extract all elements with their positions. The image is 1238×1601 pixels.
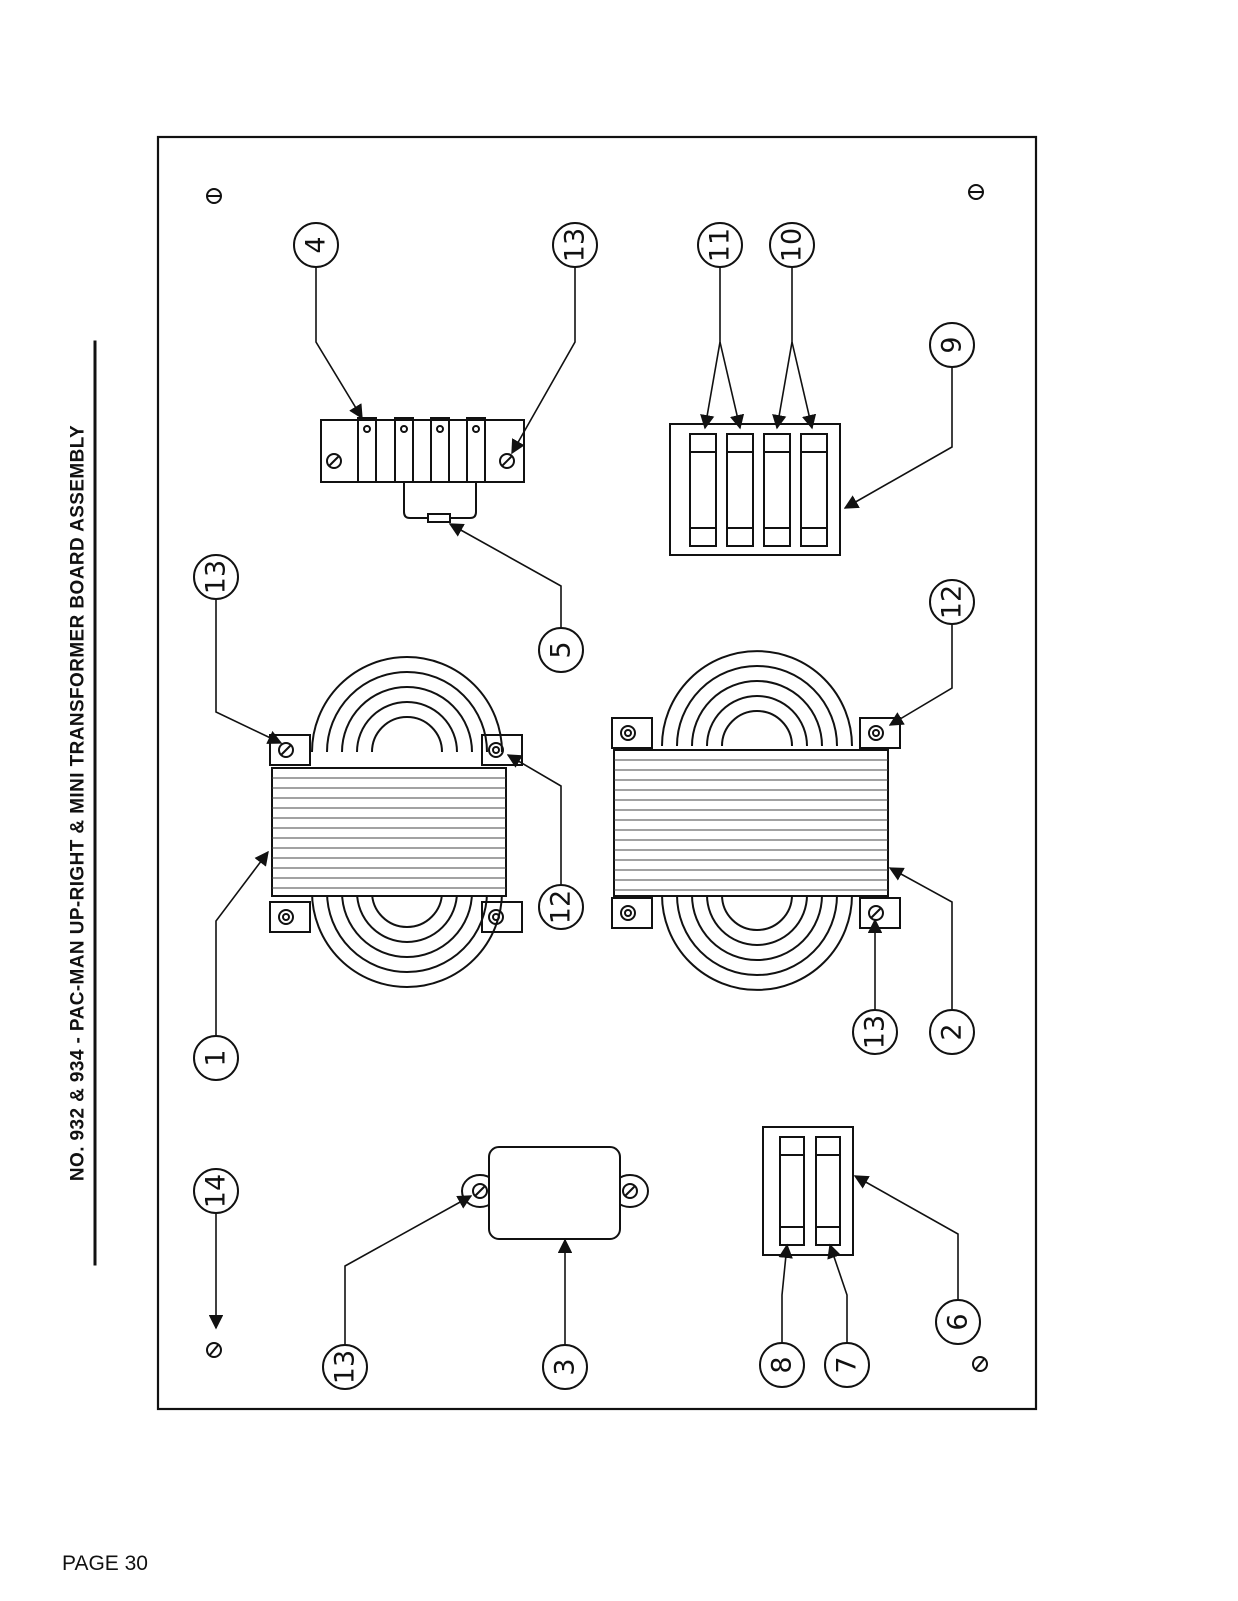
svg-text:2: 2	[937, 1023, 968, 1040]
callout-3: 3	[542, 1344, 588, 1390]
svg-text:8: 8	[767, 1356, 798, 1373]
board-outline	[156, 135, 1038, 1411]
callout-8: 8	[759, 1342, 805, 1388]
resistor	[403, 482, 477, 523]
line-filter	[461, 1146, 649, 1240]
mounting-hole	[206, 1342, 222, 1358]
callout-12: 12	[929, 579, 975, 625]
mounting-hole	[206, 188, 222, 204]
svg-text:12: 12	[546, 890, 577, 924]
mounting-hole	[968, 184, 984, 200]
svg-text:10: 10	[777, 228, 808, 262]
svg-text:9: 9	[937, 336, 968, 353]
callout-12: 12	[538, 884, 584, 930]
svg-text:13: 13	[560, 228, 591, 262]
svg-text:14: 14	[201, 1174, 232, 1208]
callout-1: 1	[193, 1035, 239, 1081]
callout-10: 10	[769, 222, 815, 268]
callout-9: 9	[929, 322, 975, 368]
callout-6: 6	[935, 1299, 981, 1345]
svg-text:13: 13	[201, 560, 232, 594]
svg-text:11: 11	[705, 228, 736, 262]
leader-lines	[208, 267, 959, 1345]
callout-7: 7	[824, 1342, 870, 1388]
transformer-1	[269, 656, 523, 988]
svg-text:7: 7	[832, 1356, 863, 1373]
svg-text:13: 13	[860, 1015, 891, 1049]
callout-13: 13	[193, 554, 239, 600]
callout-14: 14	[193, 1168, 239, 1214]
svg-text:5: 5	[546, 641, 577, 658]
page-number: PAGE 30	[62, 1552, 148, 1575]
terminal-strip	[320, 417, 525, 483]
transformer-2	[611, 650, 901, 991]
fuse-block-small	[762, 1126, 854, 1256]
svg-text:12: 12	[937, 585, 968, 619]
svg-text:6: 6	[943, 1313, 974, 1330]
fuse-block-large	[669, 423, 841, 556]
mounting-hole	[972, 1356, 988, 1372]
svg-text:1: 1	[201, 1049, 232, 1066]
callout-11: 11	[697, 222, 743, 268]
callout-4: 4	[293, 222, 339, 268]
svg-text:3: 3	[550, 1358, 581, 1375]
callout-13: 13	[852, 1009, 898, 1055]
callout-5: 5	[538, 627, 584, 673]
callout-13: 13	[322, 1344, 368, 1390]
callout-13: 13	[552, 222, 598, 268]
callout-2: 2	[929, 1009, 975, 1055]
svg-text:13: 13	[330, 1350, 361, 1384]
svg-text:4: 4	[301, 236, 332, 253]
